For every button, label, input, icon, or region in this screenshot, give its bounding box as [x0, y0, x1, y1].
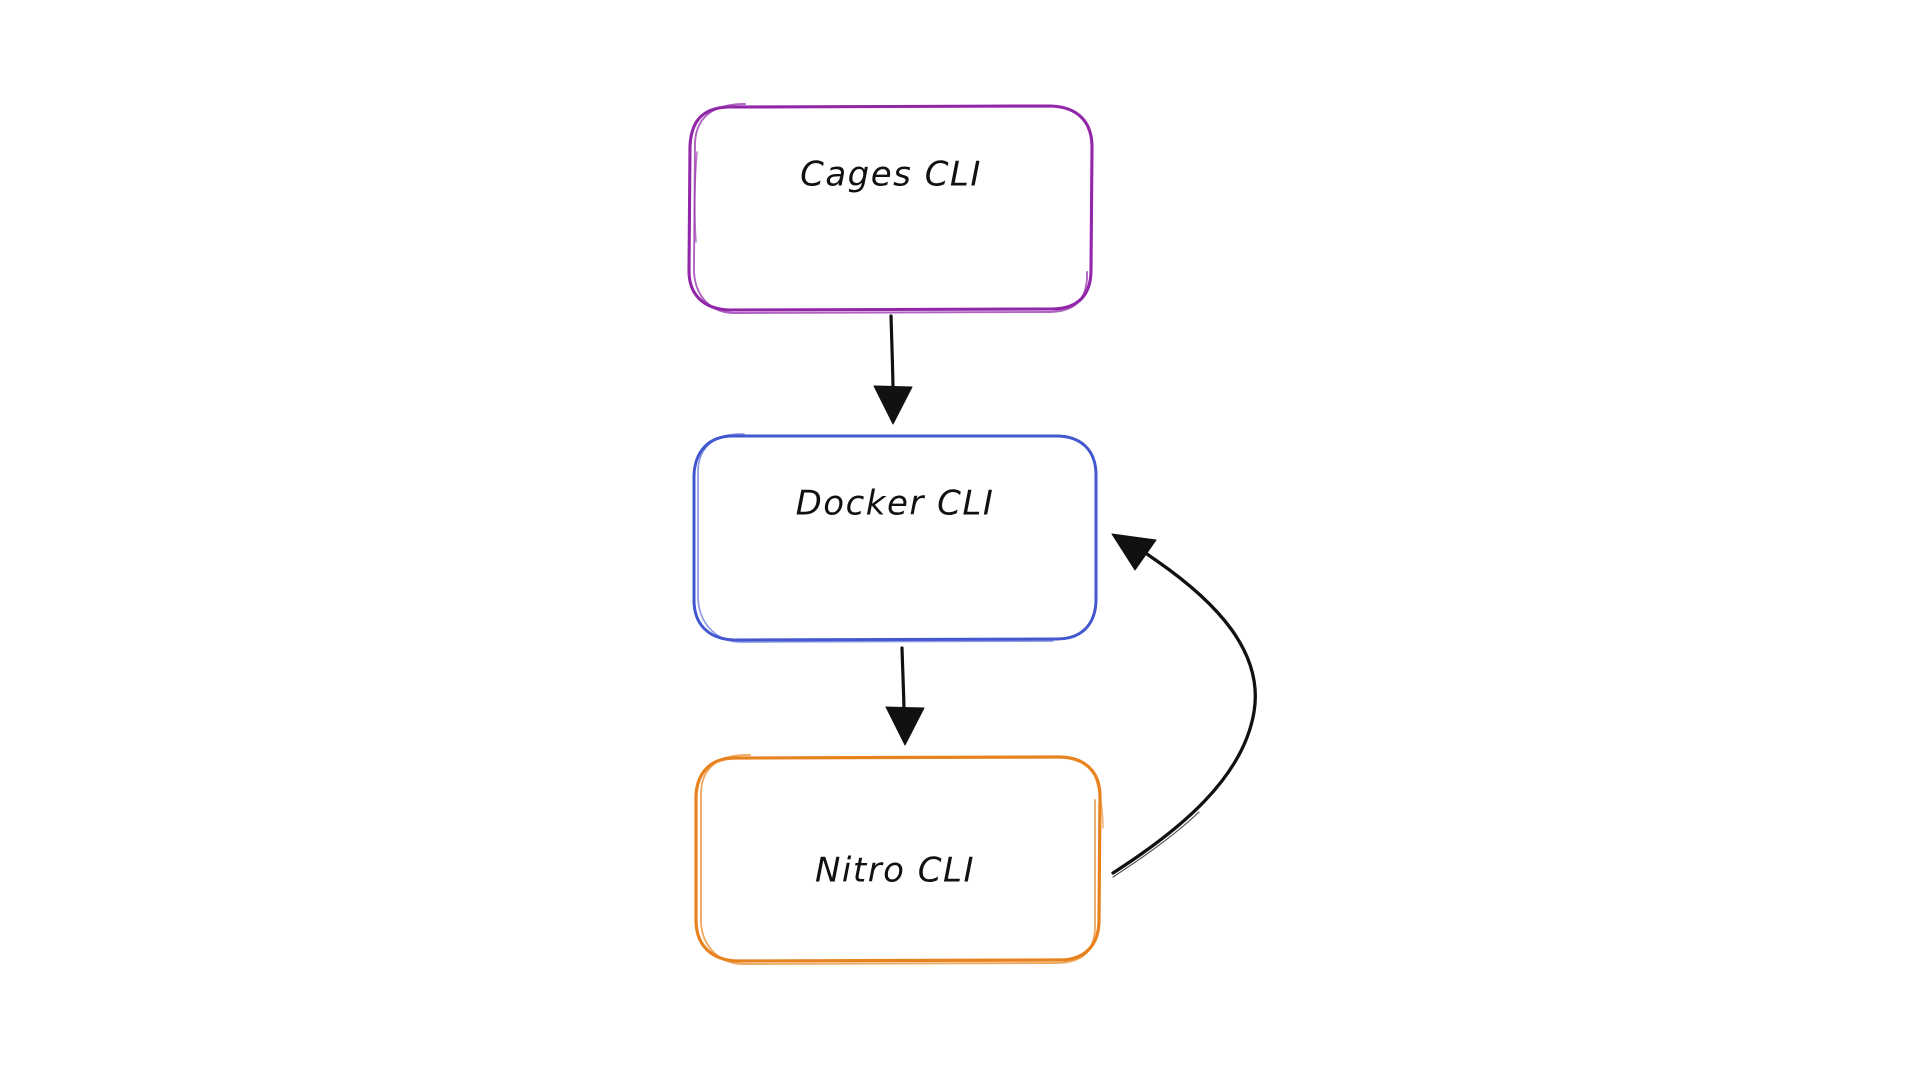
node-nitro-cli[interactable]: Nitro CLI: [694, 754, 1104, 965]
edge-docker-to-nitro[interactable]: [885, 646, 925, 746]
node-nitro-cli-outline-sketch: [700, 754, 1096, 965]
node-docker-cli-outline: [692, 434, 1098, 642]
edge-nitro-to-docker-line-sketch: [1112, 811, 1200, 878]
edge-cages-to-docker-arrowhead: [873, 385, 913, 425]
node-docker-cli[interactable]: Docker CLI: [692, 433, 1098, 643]
node-cages-cli-outline-flick: [693, 151, 698, 243]
node-cages-cli[interactable]: Cages CLI: [687, 103, 1094, 314]
edge-docker-to-nitro-arrowhead: [885, 706, 925, 746]
edge-cages-to-docker[interactable]: [873, 314, 913, 425]
edge-nitro-to-docker-line: [1111, 543, 1257, 875]
node-docker-cli-outline-sketch: [697, 433, 1054, 643]
edge-nitro-to-docker-arrowhead: [1111, 533, 1157, 571]
node-cages-cli-outline: [687, 104, 1094, 312]
node-nitro-cli-label: Nitro CLI: [815, 851, 975, 891]
edge-cages-to-docker-line: [889, 314, 895, 394]
node-nitro-cli-outline-flick: [1092, 769, 1104, 829]
node-cages-cli-label: Cages CLI: [800, 155, 982, 195]
node-docker-cli-label: Docker CLI: [796, 484, 995, 524]
edge-docker-to-nitro-line: [900, 646, 906, 715]
edge-nitro-to-docker[interactable]: [1111, 533, 1257, 878]
node-cages-cli-outline-sketch: [693, 103, 1088, 314]
